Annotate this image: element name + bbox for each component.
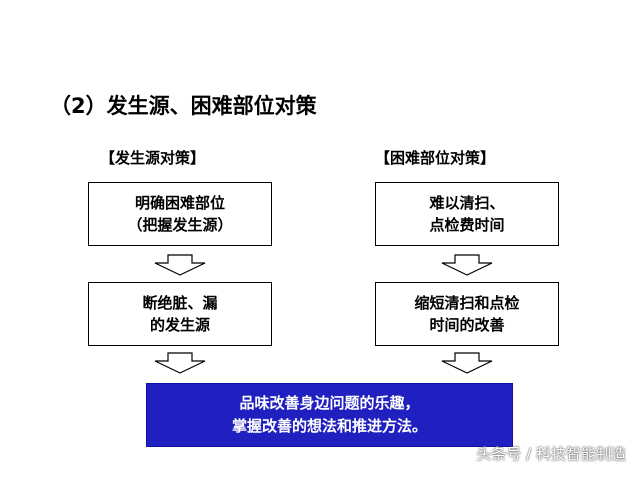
down-arrow-icon — [440, 254, 494, 276]
left-step2-line1: 断绝脏、漏 — [142, 294, 218, 312]
left-step2-box: 断绝脏、漏 的发生源 — [88, 282, 272, 346]
right-step2-box: 缩短清扫和点检 时间的改善 — [375, 282, 559, 346]
right-step1-line2: 点检费时间 — [429, 216, 505, 234]
right-step2-line2: 时间的改善 — [429, 316, 505, 334]
right-step2-line1: 缩短清扫和点检 — [414, 294, 520, 312]
right-step1-line1: 难以清扫、 — [429, 194, 505, 212]
right-column-heading: 【困难部位对策】 — [375, 149, 496, 167]
result-box: 品味改善身边问题的乐趣， 掌握改善的想法和推进方法。 — [146, 383, 513, 447]
left-step1-line2: （把握发生源） — [127, 216, 233, 234]
left-step1-box: 明确困难部位 （把握发生源） — [88, 182, 272, 246]
section-title: （2）发生源、困难部位对策 — [50, 94, 317, 118]
down-arrow-icon — [440, 352, 494, 374]
left-column-heading: 【发生源对策】 — [100, 149, 206, 167]
left-step2-line2: 的发生源 — [149, 316, 210, 334]
result-line2: 掌握改善的想法和推进方法。 — [231, 417, 427, 435]
down-arrow-icon — [153, 352, 207, 374]
result-line1: 品味改善身边问题的乐趣， — [239, 394, 420, 412]
right-step1-box: 难以清扫、 点检费时间 — [375, 182, 559, 246]
watermark: 头条号 / 科技智能制造 — [476, 445, 626, 463]
down-arrow-icon — [153, 254, 207, 276]
left-step1-line1: 明确困难部位 — [134, 194, 225, 212]
